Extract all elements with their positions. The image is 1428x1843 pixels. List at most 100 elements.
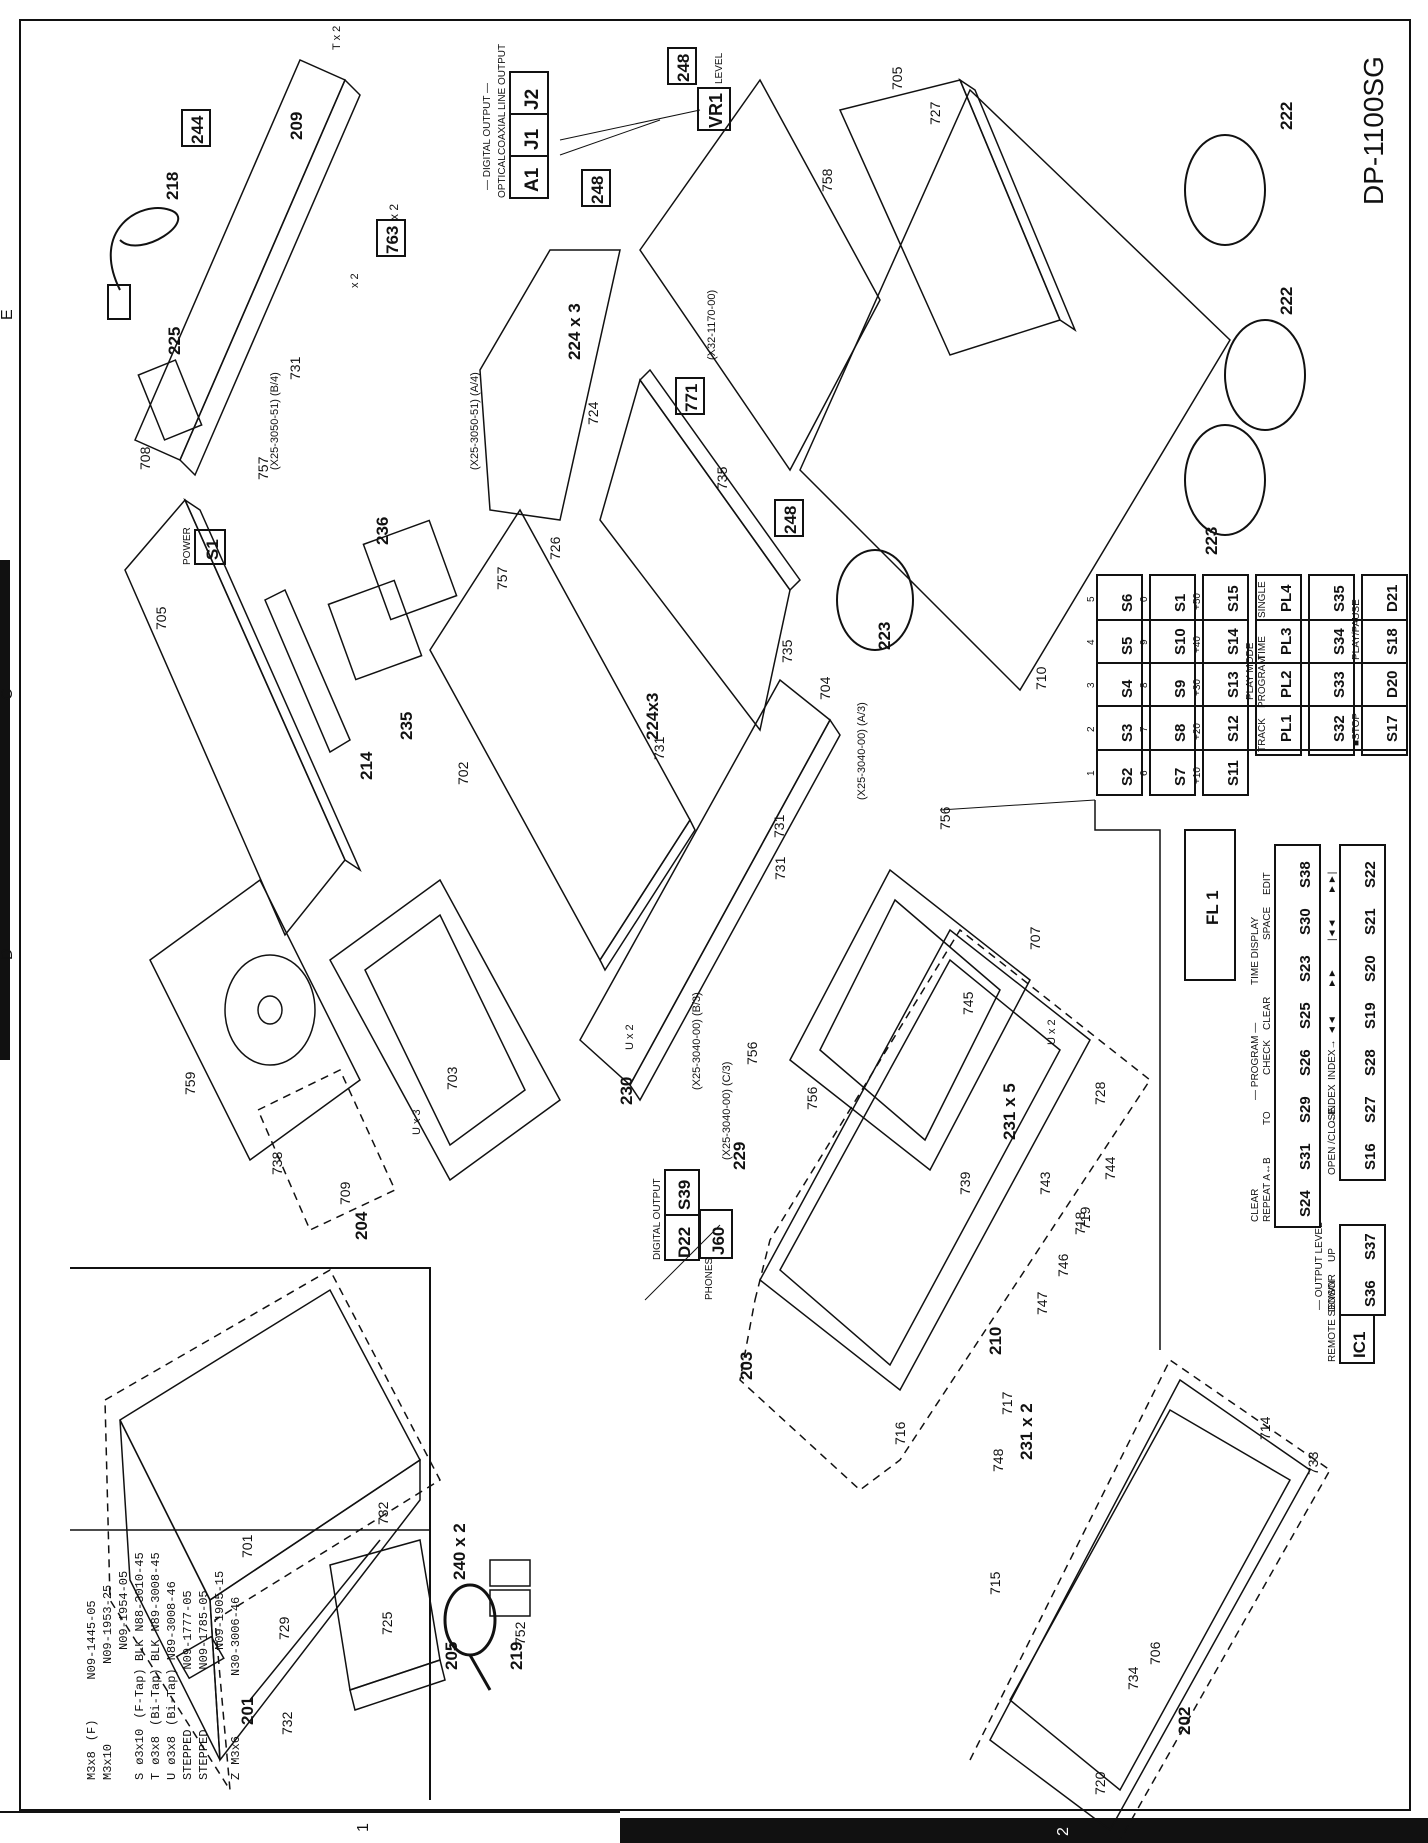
callout-219: 219 (507, 1642, 526, 1670)
box-248-a: 248 (674, 54, 693, 82)
label-digital-output-top: — DIGITAL OUTPUT — (482, 83, 493, 190)
callout-752: 752 (512, 1621, 528, 1645)
legend-row-8: N09-1905-15 (213, 1571, 227, 1650)
subassy-204-frame (257, 1068, 396, 1232)
hdr-output-level: — OUTPUT LEVEL — (1314, 1210, 1325, 1310)
sw-s24: S24 (1297, 1190, 1314, 1217)
rail-214 (264, 588, 351, 754)
sw-s36: S36 (1362, 1280, 1379, 1307)
grid-number-1: 1 (355, 1823, 372, 1832)
switch-panel: S6 S5 S4 S3 S2 S1 S10 S9 S8 S7 S15 S14 S… (1086, 574, 1408, 1350)
box-771: 771 (682, 384, 701, 412)
batteries-752 (489, 1559, 531, 1617)
display-assy-745 (789, 868, 1031, 1172)
callout-756-a: 756 (744, 1041, 760, 1065)
leader-lines (559, 109, 1096, 1301)
rear-panel-727 (838, 78, 1077, 356)
legend-row-5: Uø3x8(Bi-Tap)N89-3008-46 (165, 1581, 179, 1780)
label-power: POWER (182, 527, 193, 565)
callout-731-a: 731 (287, 356, 303, 380)
feet-222-223 (836, 134, 1306, 651)
grid-number-2: 2 (1055, 1827, 1072, 1836)
callout-714: 714 (1257, 1416, 1273, 1440)
callout-204: 204 (352, 1211, 371, 1240)
key-8: 8 (1139, 682, 1150, 688)
label-stop: ■STOP (1351, 713, 1362, 746)
screw-legend: M3x8(F)N09-1445-05 M3x10N09-1953-25 N09-… (85, 1552, 243, 1780)
sw-s10: S10 (1172, 628, 1189, 655)
callout-757-a: 757 (255, 456, 271, 480)
sw-pl2: PL2 (1278, 670, 1295, 698)
hdr-to: TO (1262, 1111, 1273, 1125)
hdr-prev: |◄◄ (1327, 919, 1338, 941)
label-line-output: LINE OUTPUT (497, 44, 508, 110)
callout-210: 210 (986, 1327, 1005, 1355)
rear-panel-708 (134, 59, 361, 477)
sw-pl1: PL1 (1278, 714, 1295, 742)
callout-705-a: 705 (153, 606, 169, 630)
sw-s29: S29 (1297, 1096, 1314, 1123)
sw-s28: S28 (1362, 1049, 1379, 1076)
sw-s15: S15 (1225, 585, 1242, 612)
grid-letter-c: C (0, 688, 16, 700)
callout-203: 203 (737, 1352, 756, 1380)
bottom-chassis-702 (429, 508, 696, 972)
callout-734: 734 (1125, 1666, 1141, 1690)
callout-236: 236 (373, 517, 392, 545)
sw-s19: S19 (1362, 1002, 1379, 1029)
sw-s18: S18 (1384, 628, 1401, 655)
legend-row-9: ZM3x6N30-3006-46 (229, 1597, 243, 1780)
sw-s35: S35 (1331, 585, 1348, 612)
box-j60: J60 (709, 1227, 728, 1255)
sw-s22: S22 (1362, 861, 1379, 888)
hdr-repeat: REPEAT A↔B (1262, 1157, 1273, 1222)
sw-s25: S25 (1297, 1002, 1314, 1029)
margin-bar (0, 560, 10, 1060)
front-frame-704 (579, 678, 841, 1102)
callout-718: 718 (1072, 1211, 1088, 1235)
grid-letter-e: E (0, 309, 16, 320)
box-d22: D22 (675, 1227, 694, 1258)
box-j2: J2 (522, 89, 543, 110)
label-x32-1170-00: (X32-1170-00) (706, 290, 718, 360)
hdr-clear-repeat: CLEAR (1250, 1189, 1261, 1222)
hdr-space: SPACE (1262, 907, 1273, 940)
callout-733: 733 (1305, 1451, 1321, 1475)
sw-s33: S33 (1331, 671, 1348, 698)
callout-759: 759 (182, 1071, 198, 1095)
sheet-border (19, 19, 1411, 1811)
hdr-up: UP (1327, 1248, 1338, 1262)
sw-s2: S2 (1119, 768, 1136, 786)
callout-707: 707 (1027, 926, 1043, 950)
callout-720: 720 (1092, 1771, 1108, 1795)
box-248-c: 248 (781, 506, 800, 534)
callout-724: 724 (585, 401, 601, 425)
label-program: PROGRAM (1257, 656, 1268, 708)
label-bx2: x 2 (349, 273, 361, 288)
legend-row-0: M3x8(F)N09-1445-05 (85, 1600, 99, 1780)
key-5: 5 (1086, 596, 1097, 602)
callout-756-b: 756 (804, 1086, 820, 1110)
label-x25-3040-00-a: (X25-3040-00) (A/3) (856, 702, 868, 800)
transformer-235-236 (327, 519, 458, 681)
sw-s3: S3 (1119, 724, 1136, 742)
front-cover-202 (989, 1378, 1311, 1832)
callout-202: 202 (1175, 1707, 1194, 1735)
sw-s38: S38 (1297, 861, 1314, 888)
hdr-open-close: OPEN /CLOSE (1327, 1107, 1338, 1175)
key-plus20: +20 (1192, 723, 1203, 740)
sw-pl4: PL4 (1278, 584, 1295, 612)
label-x25-3040-00-c: (X25-3040-00) (C/3) (721, 1062, 733, 1160)
callout-218: 218 (163, 172, 182, 200)
key-9: 9 (1139, 639, 1150, 645)
label-optical: OPTICAL (497, 155, 508, 198)
sw-s1: S1 (1172, 594, 1189, 612)
sw-s32: S32 (1331, 715, 1348, 742)
callout-745: 745 (960, 991, 976, 1015)
pcb-758 (639, 78, 881, 472)
label-ux3: U x 3 (411, 1109, 423, 1135)
label-ux2-b: U x 2 (1046, 1019, 1058, 1045)
label-time: TIME (1257, 636, 1268, 660)
sw-s13: S13 (1225, 671, 1242, 698)
